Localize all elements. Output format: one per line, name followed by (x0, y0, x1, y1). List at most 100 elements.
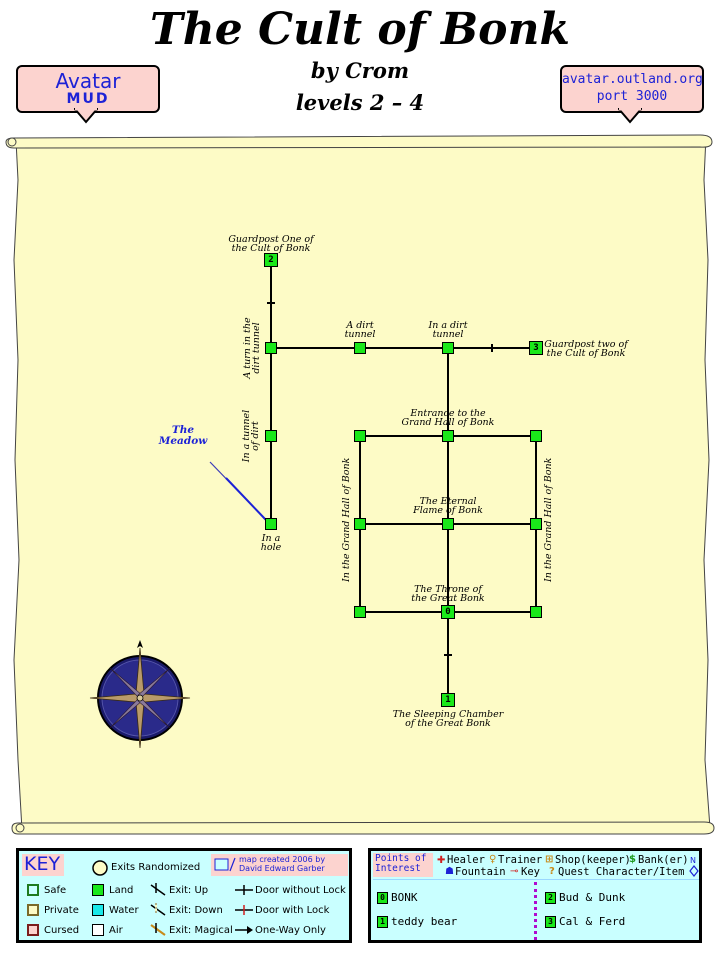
label-grand-hall-west: In the Grand Hall of Bonk (341, 457, 352, 582)
credit-line-1: map created 2006 by (239, 855, 326, 864)
server-host-text: avatar.outland.org (562, 72, 703, 87)
points-of-interest-panel: Points of Interest ✚ Healer ♀ Trainer ⊞ … (368, 848, 702, 943)
poi-title-2: Interest (375, 863, 421, 874)
key-exit-up: Exit: Up (169, 885, 209, 896)
exit-label-the-meadow[interactable]: The Meadow (158, 424, 208, 447)
label-tunnel-of-dirt: In a tunnel of dirt (241, 409, 261, 463)
door-with-lock-icon (235, 905, 253, 915)
room-grand-hall-entrance[interactable] (442, 430, 454, 442)
room-in-a-hole[interactable] (265, 518, 277, 530)
poi-num-3: 3 (545, 916, 556, 928)
label-sleeping-chamber: The Sleeping Chamber of the Great Bonk (392, 709, 504, 729)
label-guardpost-two: Guardpost two of the Cult of Bonk (544, 339, 628, 359)
poi-num-2: 2 (545, 892, 556, 904)
legend-key-panel: KEY Exits Randomized map created 2006 by… (16, 848, 352, 943)
poi-title-bg (373, 853, 433, 877)
label-dirt-tunnel-turn: A turn in the dirt tunnel (242, 317, 262, 379)
swatch-private (27, 904, 39, 916)
room-dirt-tunnel-turn[interactable] (265, 342, 277, 354)
room-grand-hall-e[interactable] (530, 518, 542, 530)
key-exit-down: Exit: Down (169, 905, 223, 916)
poi-column-divider (534, 882, 540, 940)
credit-line-2: David Edward Garber (239, 864, 325, 873)
swatch-land (92, 884, 104, 896)
badge-mud-text: MUD (66, 91, 110, 107)
badge-left-tail (74, 108, 98, 124)
fountain-icon: ☗ (445, 866, 454, 877)
key-cursed: Cursed (44, 925, 80, 936)
room-grand-hall-sw[interactable] (354, 606, 366, 618)
one-way-arrow-icon (235, 926, 253, 934)
poi-label-3: Cal & Ferd (559, 915, 626, 928)
room-a-dirt-tunnel[interactable] (354, 342, 366, 354)
north-indicator-icon: N (689, 856, 699, 877)
room-grand-hall-nw[interactable] (354, 430, 366, 442)
trainer-icon: ♀ (489, 854, 497, 865)
room-sleeping-chamber[interactable]: 1 (441, 693, 455, 707)
key-door-with-lock: Door with Lock (255, 905, 330, 916)
key-icon: ⊸ (510, 866, 519, 877)
label-guardpost-one: Guardpost One of the Cult of Bonk (228, 234, 314, 254)
compass-rose-icon (89, 640, 191, 749)
credit-bg (211, 854, 348, 876)
poi-key-shop: Shop(keeper) (555, 854, 631, 866)
label-entrance: Entrance to the Grand Hall of Bonk (401, 408, 495, 428)
map-connections (209, 260, 537, 700)
key-exits-randomized: Exits Randomized (111, 862, 201, 873)
poi-label-2: Bud & Dunk (559, 891, 626, 904)
poi-key-healer: Healer (447, 854, 485, 866)
healer-icon: ✚ (437, 855, 446, 866)
swatch-cursed (27, 924, 39, 936)
room-tunnel-of-dirt[interactable] (265, 430, 277, 442)
room-throne[interactable]: 0 (441, 605, 455, 619)
swatch-water (92, 904, 104, 916)
map-title: The Cult of Bonk (149, 4, 571, 55)
label-a-dirt-tunnel: A dirt tunnel (344, 320, 376, 340)
label-eternal-flame: The Eternal Flame of Bonk (413, 496, 483, 516)
parchment-scroll (5, 134, 715, 835)
key-air: Air (109, 925, 123, 936)
key-private: Private (44, 905, 79, 916)
room-grand-hall-ne[interactable] (530, 430, 542, 442)
exits-randomized-icon (92, 860, 108, 876)
room-guardpost-two[interactable]: 3 (529, 341, 543, 355)
key-water: Water (109, 905, 139, 916)
key-one-way-only: One-Way Only (255, 925, 326, 936)
poi-label-1: teddy bear (391, 915, 458, 928)
poi-key-trainer: Trainer (498, 854, 543, 866)
key-title: KEY (24, 853, 61, 875)
poi-key-fountain: Fountain (455, 866, 506, 878)
poi-key-bank: Bank(er) (638, 854, 689, 866)
badge-avatar-text: Avatar (55, 69, 121, 93)
label-throne: The Throne of the Great Bonk (411, 584, 485, 604)
author-line: by Crom (310, 58, 410, 83)
scroll-quill-icon (214, 857, 236, 872)
poi-label-0: BONK (391, 891, 418, 904)
room-guardpost-one[interactable]: 2 (264, 253, 278, 267)
quest-icon: ? (549, 866, 555, 877)
poi-num-1: 1 (377, 916, 388, 928)
shop-icon: ⊞ (545, 854, 554, 865)
room-grand-hall-w[interactable] (354, 518, 366, 530)
label-grand-hall-east: In the Grand Hall of Bonk (543, 457, 554, 582)
key-land: Land (109, 885, 134, 896)
label-in-a-hole: In a hole (260, 533, 282, 553)
poi-key-key: Key (521, 866, 540, 878)
room-in-a-dirt-tunnel[interactable] (442, 342, 454, 354)
levels-line: levels 2 – 4 (295, 90, 425, 115)
room-eternal-flame[interactable] (442, 518, 454, 530)
key-exit-magical: Exit: Magical (169, 925, 233, 936)
poi-key-quest: Quest Character/Item (558, 866, 685, 878)
room-grand-hall-se[interactable] (530, 606, 542, 618)
exit-magical-icon (150, 923, 166, 936)
swatch-air (92, 924, 104, 936)
badge-right-tail (618, 108, 642, 124)
server-port-text: port 3000 (596, 89, 668, 104)
swatch-safe (27, 884, 39, 896)
key-safe: Safe (44, 885, 67, 896)
svg-text:N: N (690, 856, 696, 865)
